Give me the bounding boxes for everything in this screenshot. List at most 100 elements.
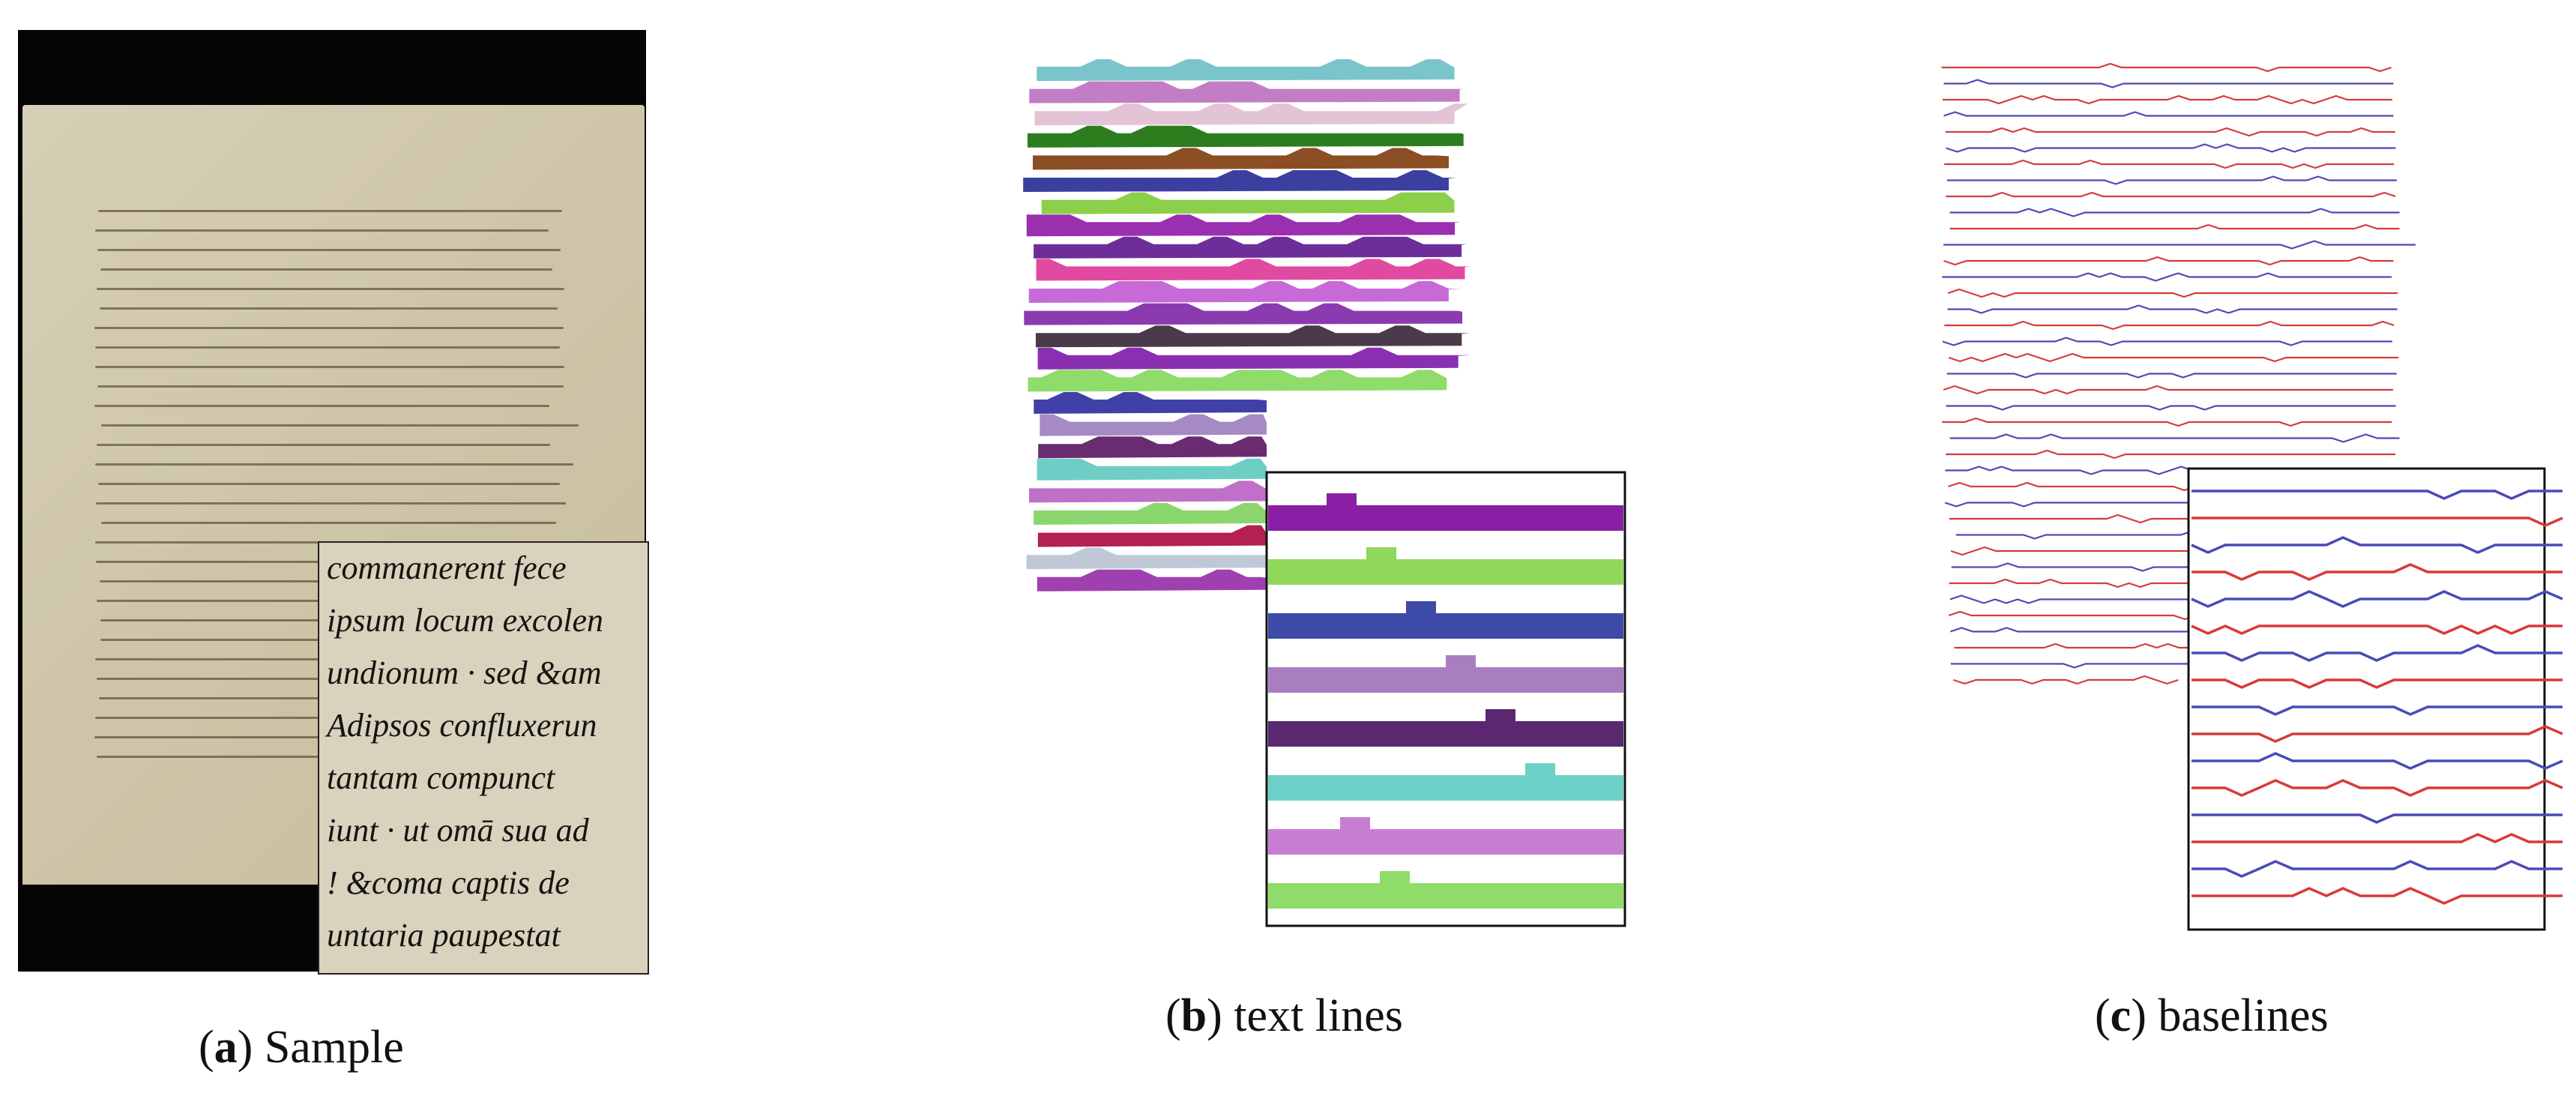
manuscript-text-line	[99, 580, 359, 582]
manuscript-text-line	[97, 210, 563, 212]
text-line-mask	[1034, 236, 1468, 259]
zoom-text-line-ascender	[1340, 817, 1370, 831]
baseline-polyline	[1944, 502, 2193, 508]
manuscript-text-line	[95, 502, 566, 505]
zoom-text-line-mask	[1268, 883, 1623, 909]
baseline-polyline	[1955, 530, 2204, 540]
baseline-polyline	[1949, 578, 2197, 588]
baseline-polyline	[1950, 546, 2199, 556]
baseline-polyline	[1949, 208, 2400, 217]
zoom-text-line-mask	[1268, 505, 1623, 531]
baseline-polyline	[1954, 642, 2202, 649]
text-line-mask	[1036, 259, 1470, 281]
baseline-polyline	[1949, 433, 2400, 443]
baseline-polyline	[1943, 111, 2394, 117]
zoom-text-line-ascender	[1485, 709, 1515, 723]
manuscript-text-line	[100, 639, 363, 641]
zoom-text-line-ascender	[1327, 493, 1357, 507]
zoom-baseline-polyline	[2191, 624, 2563, 635]
baseline-polyline	[1943, 79, 2394, 88]
text-line-mask	[1037, 458, 1267, 481]
manuscript-text-line	[97, 444, 551, 446]
baseline-polyline	[1947, 288, 2398, 298]
text-line-mask	[1027, 125, 1464, 148]
baseline-polyline	[1946, 449, 2396, 460]
zoom-text-line: ipsum locum excolen	[327, 602, 603, 639]
text-line-mask	[1023, 170, 1457, 192]
zoom-baseline-polyline	[2192, 887, 2563, 905]
zoom-baseline-polyline	[2192, 813, 2563, 824]
zoom-text-line-ascender	[1446, 655, 1476, 669]
baseline-polyline	[1946, 143, 2396, 153]
zoom-text-line: undionum · sed &am	[327, 654, 602, 691]
text-line-mask	[1034, 503, 1267, 525]
caption-b-text: text lines	[1234, 990, 1403, 1041]
zoom-text-line-mask	[1268, 775, 1623, 801]
zoom-text-line-ascender	[1525, 763, 1555, 777]
manuscript-text-line	[100, 619, 358, 621]
caption-a: (a) Sample	[199, 1022, 404, 1073]
zoom-text-line: untaria paupestat	[327, 917, 561, 954]
manuscript-text-line	[95, 229, 549, 232]
manuscript-text-line	[96, 561, 368, 563]
textlines-zoom-inset	[1265, 471, 1626, 927]
baseline-polyline	[1951, 562, 2199, 572]
baseline-polyline	[1950, 663, 2198, 669]
zoom-text-line: iunt · ut omā sua ad	[327, 812, 589, 849]
zoom-text-line-ascender	[1406, 601, 1436, 615]
zoom-baseline-polyline	[2192, 725, 2563, 743]
caption-b-letter: b	[1180, 990, 1207, 1041]
zoom-baseline-polyline	[2192, 517, 2563, 527]
baseline-polyline	[1953, 675, 2179, 685]
manuscript-text-line	[94, 736, 363, 738]
manuscript-text-line	[97, 678, 370, 680]
zoom-text-line: Adipsos confluxerun	[327, 707, 597, 744]
baseline-polyline	[1946, 405, 2396, 411]
caption-c-letter: c	[2110, 990, 2132, 1041]
baseline-polyline	[1947, 304, 2398, 314]
caption-c: (c) baselines	[2095, 990, 2329, 1041]
manuscript-text-line	[100, 268, 552, 271]
text-line-mask	[1034, 392, 1267, 414]
text-line-mask	[1029, 81, 1463, 103]
zoom-baseline-polyline	[2192, 490, 2563, 500]
caption-a-text: Sample	[264, 1022, 404, 1073]
manuscript-text-line	[94, 405, 549, 407]
baseline-polyline	[1949, 223, 2400, 230]
manuscript-text-line	[95, 658, 365, 660]
manuscript-text-line	[97, 385, 564, 388]
zoom-baseline-polyline	[2192, 678, 2563, 689]
zoom-baseline-polyline	[2192, 779, 2563, 797]
caption-c-text: baselines	[2158, 990, 2329, 1041]
manuscript-text-line	[95, 541, 364, 544]
text-line-mask	[1034, 103, 1468, 126]
zoom-baseline-polyline	[2192, 644, 2563, 662]
text-line-mask	[1032, 148, 1450, 170]
baseline-polyline	[1944, 159, 2395, 169]
zoom-text-line-mask	[1268, 667, 1623, 693]
zoom-text-line-ascender	[1380, 871, 1410, 885]
baseline-polyline	[1948, 481, 2196, 492]
baseline-polyline	[1949, 627, 2198, 633]
manuscript-text-line	[98, 697, 376, 699]
manuscript-text-line	[99, 307, 558, 310]
text-line-mask	[1037, 347, 1471, 370]
manuscript-text-line	[94, 366, 565, 368]
baseline-polyline	[1949, 594, 2198, 604]
zoom-text-line-mask	[1268, 613, 1623, 639]
baseline-polyline	[1948, 610, 2197, 621]
text-line-mask	[1026, 547, 1280, 570]
manuscript-text-line	[96, 600, 362, 602]
zoom-text-line-mask	[1268, 721, 1623, 747]
zoom-baseline-polyline	[2192, 752, 2563, 770]
baseline-polyline	[1943, 385, 2393, 395]
manuscript-text-line	[100, 424, 579, 427]
text-line-mask	[1040, 414, 1267, 436]
baseline-polyline	[1944, 320, 2395, 331]
zoom-baseline-polyline	[2192, 860, 2563, 878]
manuscript-text-line	[97, 483, 561, 485]
baselines-zoom-inset	[2187, 467, 2546, 931]
baseline-polyline	[1942, 417, 2392, 427]
caption-a-letter: a	[214, 1022, 238, 1073]
baseline-polyline	[1945, 466, 2193, 475]
